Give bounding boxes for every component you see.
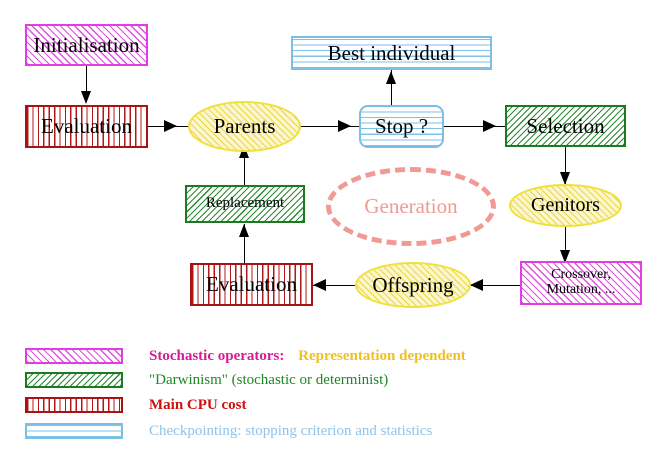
legend-text-main-cpu-cost: Main CPU cost xyxy=(149,396,247,413)
legend-row-stochastic-operators: Stochastic operators: Representation dep… xyxy=(25,347,466,365)
node-crossover-mutation-label-line1: Crossover, xyxy=(551,267,611,283)
arrowhead-down-crossover xyxy=(560,250,570,263)
connector-selection-to-genitors xyxy=(565,146,566,184)
legend-row-checkpointing: Checkpointing: stopping criterion and st… xyxy=(25,422,432,440)
arrowhead-down-genitors xyxy=(560,172,570,185)
node-generation: Generation xyxy=(326,167,496,246)
legend-label-stochastic-operators: Stochastic operators: xyxy=(149,347,285,364)
arrowhead-left-to-evaluation xyxy=(313,279,326,291)
node-stop-label: Stop ? xyxy=(374,114,429,139)
node-replacement[interactable]: Replacement xyxy=(185,185,305,223)
node-replacement-label: Replacement xyxy=(205,195,285,212)
node-evaluation-bottom-label: Evaluation xyxy=(206,272,297,297)
node-evaluation-top[interactable]: Evaluation xyxy=(25,105,148,148)
connector-replacement-to-parents xyxy=(244,145,245,186)
connector-parents-to-stop xyxy=(300,126,360,127)
legend-swatch-blue-horizontal xyxy=(25,423,123,439)
arrowhead-right-to-selection xyxy=(483,120,496,132)
node-offspring[interactable]: Offspring xyxy=(355,262,471,308)
legend-label-representation-dependent: Representation dependent xyxy=(298,347,466,364)
connector-stop-to-best-individual xyxy=(391,70,392,109)
legend-swatch-green-diagonal xyxy=(25,372,123,388)
node-best-individual[interactable]: Best individual xyxy=(291,36,492,70)
node-initialisation-label: Initialisation xyxy=(33,32,140,57)
legend-row-darwinism: "Darwinism" (stochastic or determinist) xyxy=(25,371,388,389)
node-selection[interactable]: Selection xyxy=(505,105,626,147)
arrowhead-left-to-offspring xyxy=(470,279,483,291)
node-stop[interactable]: Stop ? xyxy=(359,105,444,148)
node-generation-label: Generation xyxy=(364,194,458,218)
node-parents[interactable]: Parents xyxy=(188,101,301,152)
arrowhead-up-best-individual xyxy=(386,71,396,84)
connector-evaluation-to-replacement xyxy=(244,224,245,264)
legend-swatch-red-vertical xyxy=(25,397,123,413)
connector-genitors-to-crossover xyxy=(565,226,566,260)
node-best-individual-label: Best individual xyxy=(327,40,456,65)
node-evaluation-bottom[interactable]: Evaluation xyxy=(190,263,313,306)
connector-initialisation-to-evaluation xyxy=(86,65,87,94)
node-genitors-label: Genitors xyxy=(531,194,600,216)
legend-text-stochastic-operators: Stochastic operators: Representation dep… xyxy=(149,348,466,365)
legend-row-main-cpu-cost: Main CPU cost xyxy=(25,396,247,414)
legend-swatch-magenta-diagonal xyxy=(25,348,123,364)
node-offspring-label: Offspring xyxy=(372,272,454,297)
arrowhead-up-replacement xyxy=(239,224,249,237)
connector-offspring-to-evaluation xyxy=(313,285,361,286)
node-initialisation[interactable]: Initialisation xyxy=(25,24,148,66)
node-crossover-mutation-label-line2: Mutation, ... xyxy=(546,282,616,297)
arrowhead-right-to-stop xyxy=(338,120,351,132)
node-selection-label: Selection xyxy=(526,113,605,138)
node-crossover-mutation[interactable]: Crossover, Mutation, ... xyxy=(520,261,642,305)
connector-crossover-to-offspring xyxy=(470,285,520,286)
legend-text-checkpointing: Checkpointing: stopping criterion and st… xyxy=(149,422,433,439)
connector-stop-to-selection xyxy=(444,126,506,127)
node-evaluation-top-label: Evaluation xyxy=(41,114,132,139)
node-genitors[interactable]: Genitors xyxy=(509,184,622,227)
legend-text-darwinism: "Darwinism" (stochastic or determinist) xyxy=(149,371,389,388)
arrowhead-right-to-parents xyxy=(164,120,177,132)
node-parents-label: Parents xyxy=(213,114,276,139)
arrowhead-down-initialisation xyxy=(81,91,91,104)
